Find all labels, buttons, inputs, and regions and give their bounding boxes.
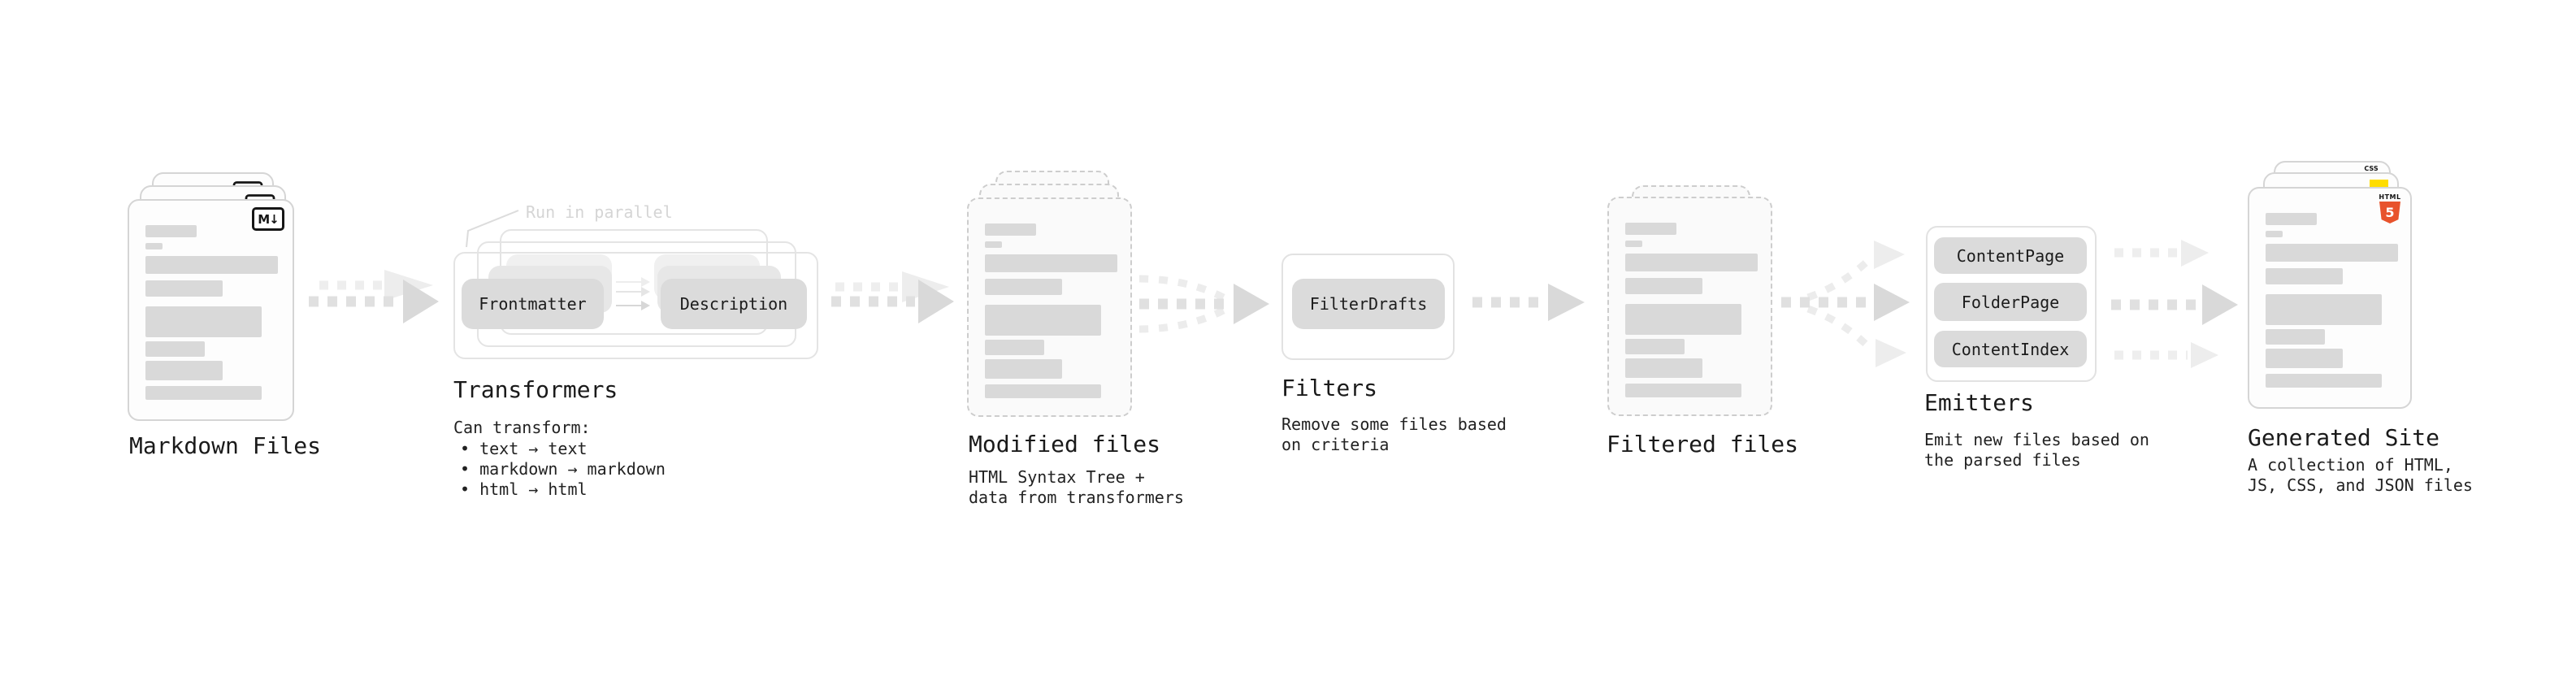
placeholder-bar	[985, 305, 1101, 336]
file-content-placeholder	[969, 199, 1130, 415]
placeholder-bar	[985, 359, 1062, 379]
placeholder-bar	[2266, 231, 2283, 237]
placeholder-bar	[2266, 374, 2382, 388]
transformers-bullet: • text → text	[460, 439, 588, 458]
transformers-bullet: • html → html	[460, 479, 588, 499]
html5-icon-text: HTML	[2379, 193, 2401, 201]
placeholder-bar	[1625, 254, 1758, 271]
transformer-pill-description: Description	[661, 279, 807, 329]
transformers-description-heading: Can transform:	[453, 418, 591, 437]
stage-label-generated-site: Generated Site	[2248, 424, 2440, 451]
filters-description: Remove some files based	[1281, 414, 1507, 434]
placeholder-bar	[1625, 278, 1702, 294]
placeholder-bar	[985, 223, 1036, 236]
placeholder-bar	[1625, 358, 1702, 378]
placeholder-bar	[2266, 349, 2343, 368]
html5-icon-number: 5	[2385, 205, 2395, 220]
stage-label-emitters: Emitters	[1924, 389, 2034, 416]
file-card-front-html: HTML 5	[2248, 187, 2412, 409]
placeholder-bar	[145, 341, 205, 357]
placeholder-bar	[145, 306, 262, 337]
generated-site-description: JS, CSS, and JSON files	[2248, 475, 2473, 495]
pill-label: FolderPage	[1961, 292, 2060, 312]
css-icon-text: CSS	[2364, 165, 2379, 172]
placeholder-bar	[2266, 244, 2398, 262]
transformer-pill-frontmatter: Frontmatter	[462, 279, 604, 329]
transformers-bullet: • markdown → markdown	[460, 459, 666, 479]
pill-label: Description	[679, 294, 788, 314]
placeholder-bar	[1625, 223, 1676, 235]
html5-icon: HTML 5	[2379, 193, 2401, 223]
markdown-icon: M↓	[252, 207, 284, 231]
stage-label-transformers: Transformers	[453, 376, 618, 403]
stage-label-filters: Filters	[1281, 375, 1378, 401]
file-content-placeholder	[2249, 189, 2410, 407]
placeholder-bar	[1625, 384, 1741, 397]
modified-files-description: data from transformers	[969, 488, 1184, 507]
stage-label-modified-files: Modified files	[969, 431, 1161, 458]
placeholder-bar	[2266, 329, 2325, 345]
modified-files-description: HTML Syntax Tree +	[969, 467, 1145, 487]
pill-label: Frontmatter	[479, 294, 587, 314]
stage-label-filtered-files: Filtered files	[1607, 431, 1799, 458]
placeholder-bar	[145, 243, 163, 249]
arrow-transformers-to-modified	[831, 271, 954, 323]
emitter-pill-contentindex: ContentIndex	[1934, 331, 2087, 367]
placeholder-bar	[985, 241, 1002, 248]
pill-label: FilterDrafts	[1309, 294, 1428, 314]
placeholder-bar	[2266, 268, 2343, 284]
placeholder-bar	[145, 386, 262, 400]
file-card-front	[967, 197, 1132, 417]
emitter-pill-contentpage: ContentPage	[1934, 237, 2087, 274]
pill-label: ContentPage	[1956, 245, 2065, 266]
file-content-placeholder	[129, 201, 293, 419]
placeholder-bar	[145, 361, 223, 380]
placeholder-bar	[1625, 304, 1741, 335]
pill-label: ContentIndex	[1951, 339, 2070, 359]
arrows-emitters-to-generated	[2111, 240, 2238, 368]
placeholder-bar	[1625, 339, 1685, 354]
arrow-filtered-to-emitters-split	[1781, 241, 1910, 367]
markdown-icon-text: M↓	[258, 211, 279, 227]
file-card-front: M↓	[128, 199, 294, 421]
placeholder-bar	[145, 256, 278, 274]
filter-pill-filterdrafts: FilterDrafts	[1292, 279, 1445, 329]
placeholder-bar	[985, 384, 1101, 398]
placeholder-bar	[145, 280, 223, 297]
placeholder-bar	[985, 340, 1044, 355]
file-content-placeholder	[1609, 198, 1771, 414]
emitter-pill-folderpage: FolderPage	[1934, 283, 2087, 321]
emitters-description: Emit new files based on	[1924, 430, 2149, 449]
generated-site-description: A collection of HTML,	[2248, 455, 2453, 475]
stage-label-markdown-files: Markdown Files	[129, 432, 322, 459]
parallel-frame-front	[453, 252, 818, 359]
html5-icon-shield: 5	[2379, 202, 2400, 223]
arrow-markdown-to-transformers	[309, 270, 439, 323]
arrow-modified-to-filters-merge	[1138, 275, 1269, 333]
js-icon	[2370, 180, 2388, 188]
placeholder-bar	[985, 254, 1117, 272]
arrow-filters-to-filtered	[1472, 284, 1585, 321]
placeholder-bar	[985, 279, 1062, 295]
placeholder-bar	[2266, 294, 2382, 325]
emitters-description: the parsed files	[1924, 450, 2081, 470]
file-card-front	[1607, 197, 1772, 416]
placeholder-bar	[2266, 213, 2317, 225]
placeholder-bar	[145, 225, 197, 237]
run-in-parallel-note: Run in parallel	[526, 202, 673, 222]
filters-description: on criteria	[1281, 435, 1390, 454]
placeholder-bar	[1625, 241, 1642, 247]
